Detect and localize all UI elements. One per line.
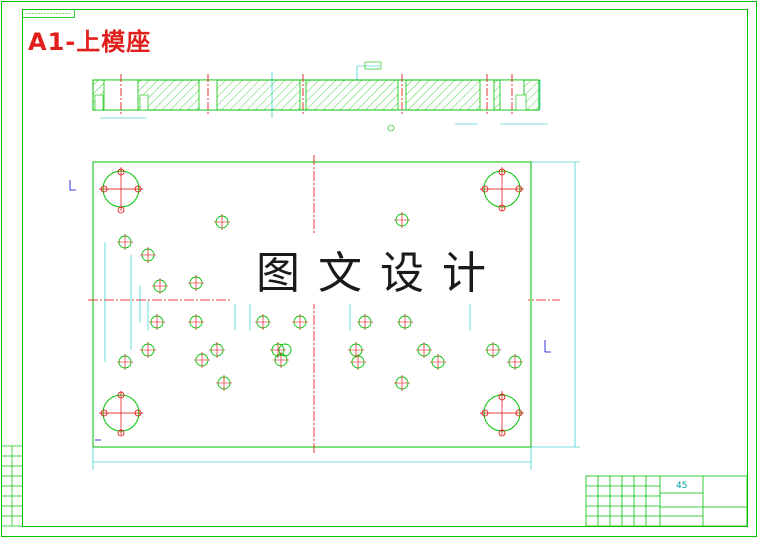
watermark-text: 图文设计: [232, 234, 528, 304]
reverse-stamp-box: [22, 9, 75, 18]
hole-location-dimensions: [92, 161, 580, 470]
drawing-title: A1-上模座: [28, 28, 152, 56]
screw-hole-group: [117, 212, 523, 391]
plan-view: [69, 155, 580, 470]
drawing-frame: [22, 9, 748, 527]
material-label: 45: [676, 481, 688, 491]
section-view: [92, 61, 548, 132]
left-register-strip: [1, 445, 23, 527]
guide-bore-group: [99, 167, 524, 437]
title-block: [585, 475, 748, 527]
